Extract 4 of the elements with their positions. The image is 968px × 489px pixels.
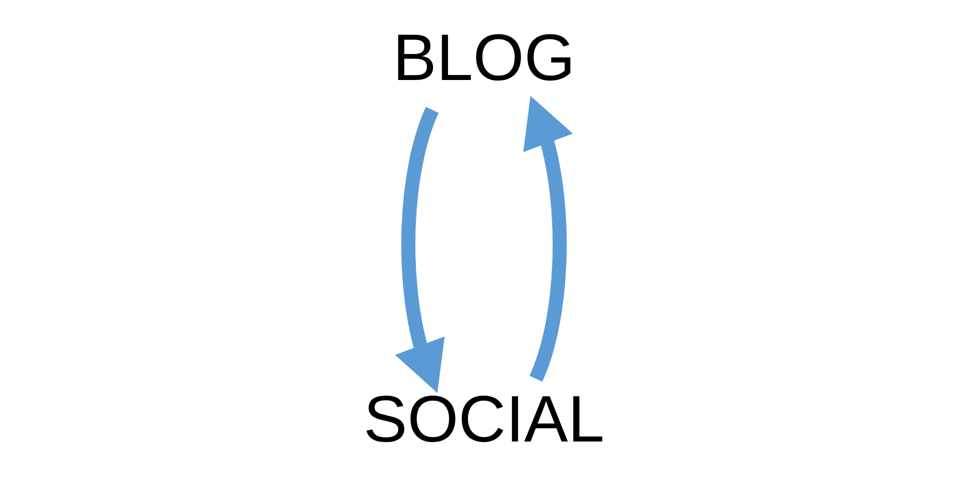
- arrow: [523, 96, 573, 382]
- arrow: [395, 107, 445, 393]
- node-text: BLOG: [392, 21, 576, 94]
- node-text: SOCIAL: [364, 382, 604, 456]
